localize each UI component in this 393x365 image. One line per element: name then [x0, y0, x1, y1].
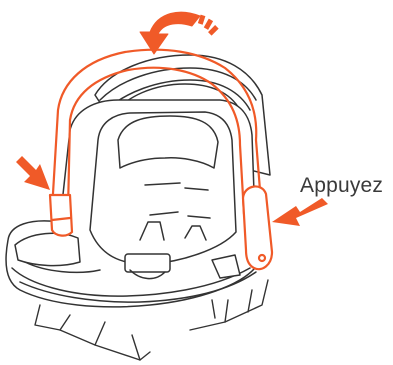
arrow-left-icon: [272, 198, 328, 226]
arrow-right-icon: [16, 156, 50, 190]
curved-arrow-icon: [140, 12, 219, 54]
seat-shell: [6, 100, 260, 307]
press-label: Appuyez: [300, 174, 383, 198]
